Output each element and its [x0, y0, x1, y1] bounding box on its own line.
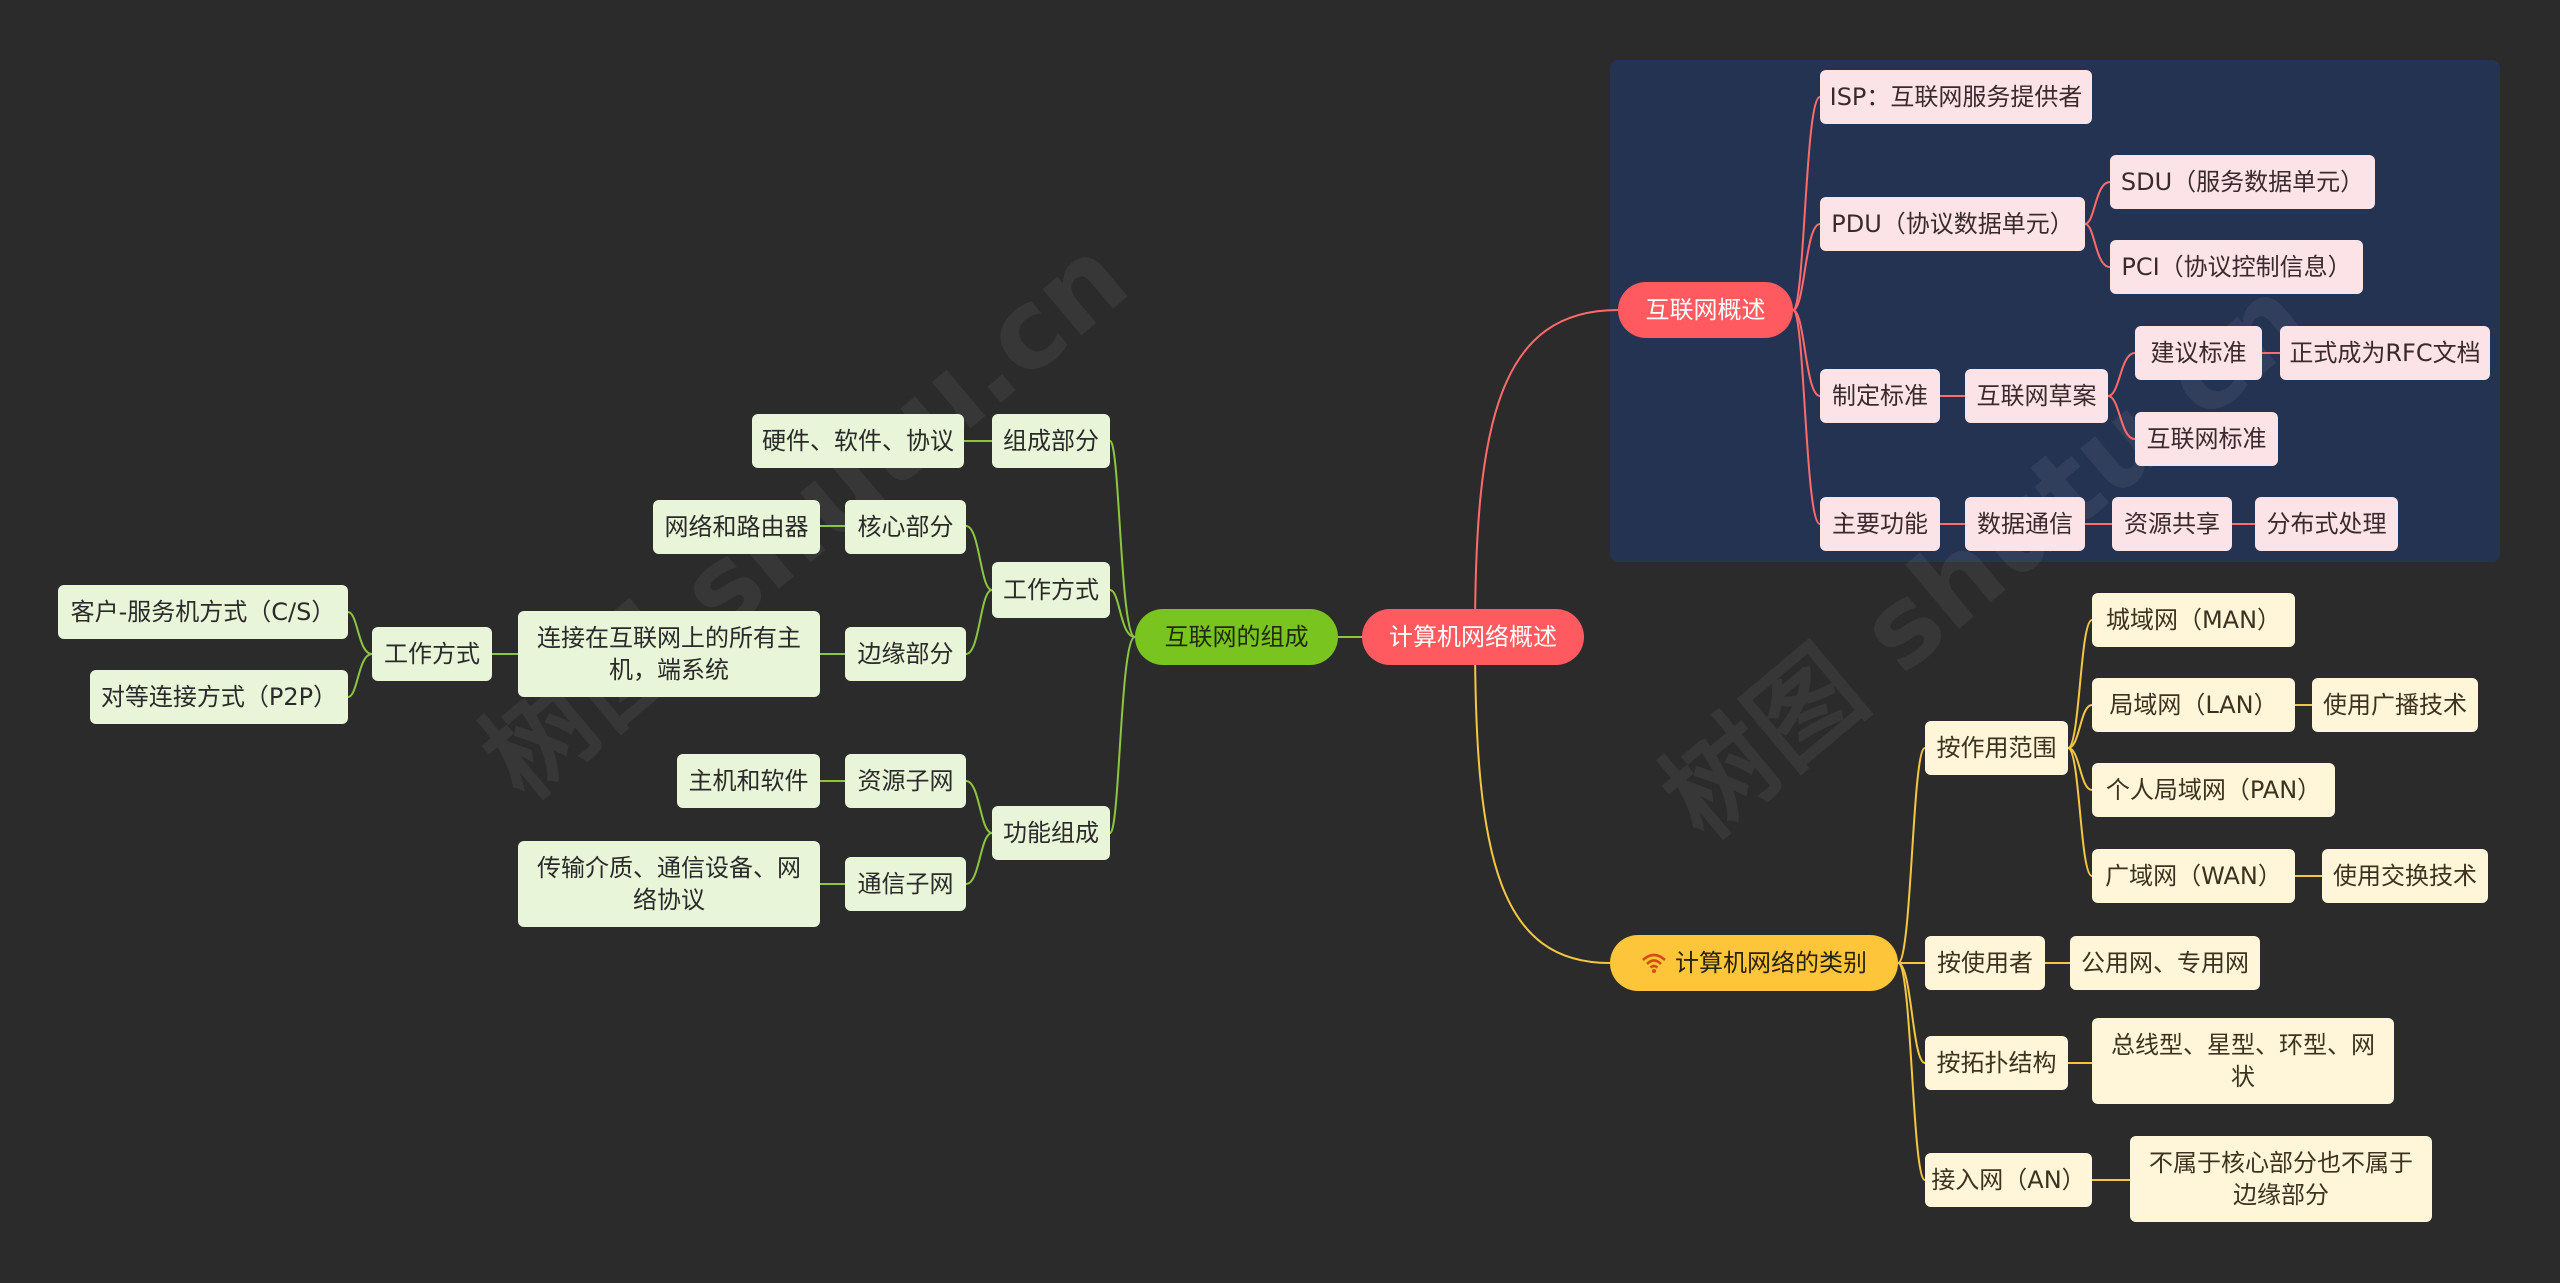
parts-detail-node[interactable]: 硬件、软件、协议 [752, 414, 964, 468]
standard-node[interactable]: 制定标准 [1820, 369, 1940, 423]
data-communication-node[interactable]: 数据通信 [1965, 497, 2085, 551]
edge-detail-node[interactable]: 连接在互联网上的所有主机，端系统 [518, 611, 820, 697]
by-user-node[interactable]: 按使用者 [1925, 936, 2045, 990]
core-detail-node[interactable]: 网络和路由器 [653, 500, 820, 554]
connector [2067, 747, 2093, 791]
wan-node[interactable]: 广域网（WAN） [2092, 849, 2295, 903]
by-topology-node[interactable]: 按拓扑结构 [1925, 1036, 2068, 1090]
resource-detail-node[interactable]: 主机和软件 [677, 754, 820, 808]
connector [347, 653, 373, 698]
isp-node[interactable]: ISP：互联网服务提供者 [1820, 70, 2092, 124]
connector [1897, 747, 1926, 964]
connector [1109, 589, 1136, 638]
connector [1109, 636, 1136, 834]
access-detail-node[interactable]: 不属于核心部分也不属于边缘部分 [2130, 1136, 2432, 1222]
edge-work-mode-node[interactable]: 工作方式 [372, 627, 492, 681]
connector [965, 832, 993, 885]
parts-node[interactable]: 组成部分 [992, 414, 1110, 468]
communication-subnet-node[interactable]: 通信子网 [845, 857, 966, 911]
resource-sharing-node[interactable]: 资源共享 [2112, 497, 2232, 551]
lan-node[interactable]: 局域网（LAN） [2092, 678, 2295, 732]
communication-detail-node[interactable]: 传输介质、通信设备、网络协议 [518, 841, 820, 927]
connector [2084, 181, 2111, 225]
connector [1792, 96, 1821, 311]
connector [2107, 352, 2136, 397]
proposed-standard-node[interactable]: 建议标准 [2135, 326, 2262, 380]
wifi-icon [1641, 952, 1667, 974]
cs-mode-node[interactable]: 客户-服务机方式（C/S） [58, 585, 348, 639]
connector [1897, 962, 1926, 1064]
connector [347, 611, 373, 655]
connector [1897, 962, 1926, 1181]
connector [2067, 747, 2093, 877]
connector [2107, 395, 2136, 440]
connector [1109, 440, 1136, 638]
man-node[interactable]: 城域网（MAN） [2092, 593, 2295, 647]
connector [1474, 636, 1611, 964]
connector [965, 780, 993, 834]
connector [1474, 309, 1619, 638]
connector [1792, 309, 1821, 397]
resource-subnet-node[interactable]: 资源子网 [845, 754, 966, 808]
by-range-node[interactable]: 按作用范围 [1925, 721, 2068, 775]
internet-standard-node[interactable]: 互联网标准 [2135, 412, 2278, 466]
function-node[interactable]: 功能组成 [992, 806, 1110, 860]
access-network-node[interactable]: 接入网（AN） [1925, 1153, 2092, 1207]
connector [1792, 309, 1821, 525]
topology-detail-node[interactable]: 总线型、星型、环型、网状 [2092, 1018, 2394, 1104]
connector [2067, 619, 2093, 749]
categories-title: 计算机网络的类别 [1675, 949, 1867, 977]
pci-node[interactable]: PCI（协议控制信息） [2110, 240, 2363, 294]
pdu-node[interactable]: PDU（协议数据单元） [1820, 197, 2085, 251]
root-node[interactable]: 计算机网络概述 [1362, 609, 1584, 665]
public-private-node[interactable]: 公用网、专用网 [2070, 936, 2260, 990]
categories-node[interactable]: 计算机网络的类别 [1610, 935, 1898, 991]
connector [1792, 223, 1821, 311]
overview-node[interactable]: 互联网概述 [1618, 282, 1793, 338]
connector [2084, 223, 2111, 268]
main-function-node[interactable]: 主要功能 [1820, 497, 1940, 551]
rfc-node[interactable]: 正式成为RFC文档 [2280, 326, 2490, 380]
edge-node[interactable]: 边缘部分 [845, 627, 966, 681]
switching-note-node[interactable]: 使用交换技术 [2322, 849, 2488, 903]
p2p-mode-node[interactable]: 对等连接方式（P2P） [90, 670, 348, 724]
work-mode-node[interactable]: 工作方式 [992, 562, 1110, 618]
composition-node[interactable]: 互联网的组成 [1135, 609, 1338, 665]
connector [965, 589, 993, 655]
sdu-node[interactable]: SDU（服务数据单元） [2110, 155, 2375, 209]
distributed-processing-node[interactable]: 分布式处理 [2255, 497, 2398, 551]
draft-node[interactable]: 互联网草案 [1965, 369, 2108, 423]
broadcast-note-node[interactable]: 使用广播技术 [2312, 678, 2478, 732]
connector [2067, 704, 2093, 749]
connector [965, 525, 993, 591]
pan-node[interactable]: 个人局域网（PAN） [2092, 763, 2335, 817]
core-node[interactable]: 核心部分 [845, 500, 966, 554]
